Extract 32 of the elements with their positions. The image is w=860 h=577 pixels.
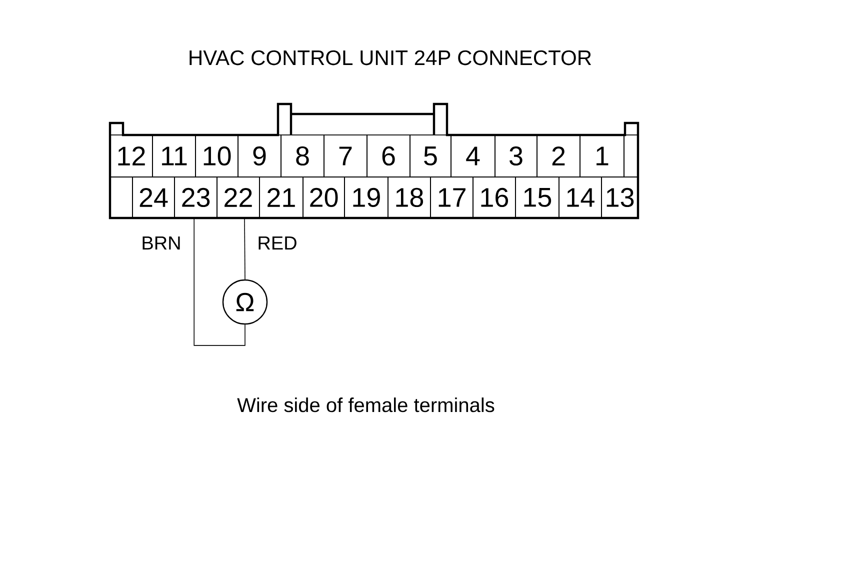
terminal-cell: 13 [601,176,638,218]
terminal-cell: 22 [216,176,260,218]
terminal-cell: 18 [388,176,431,218]
wire [194,218,246,346]
title: HVAC CONTROL UNIT 24P CONNECTOR [190,50,592,66]
caption: Wire side of female terminals [237,398,494,412]
terminal-cell: 2 [536,134,580,178]
terminal-cell: 12 [110,134,153,178]
empty-cell [110,176,133,218]
terminal-cell: 4 [450,134,496,178]
terminal-cell: 17 [430,176,474,218]
terminal-cell: 3 [494,134,538,178]
terminal-cell: 8 [280,134,324,178]
terminal-cell: 16 [472,176,516,218]
terminal-cell: 20 [302,176,345,218]
terminal-cell: 24 [132,176,175,218]
terminal-cell: 21 [259,176,304,218]
wire-label: RED [256,235,298,251]
terminal-cell: 7 [324,134,368,178]
terminal-cell: 11 [152,134,196,178]
wire-label: BRN [140,235,182,251]
wire [244,218,246,280]
terminal-cell: 6 [366,134,410,178]
terminal-cell: 9 [238,134,282,178]
empty-cell [624,134,638,178]
terminal-cell: 19 [344,176,388,218]
terminal-cell: 14 [558,176,602,218]
terminal-cell: 10 [195,134,238,178]
terminal-cell: 5 [410,134,452,178]
terminal-cell: 15 [515,176,560,218]
terminal-cell: 23 [174,176,218,218]
terminal-cell: 1 [580,134,624,178]
